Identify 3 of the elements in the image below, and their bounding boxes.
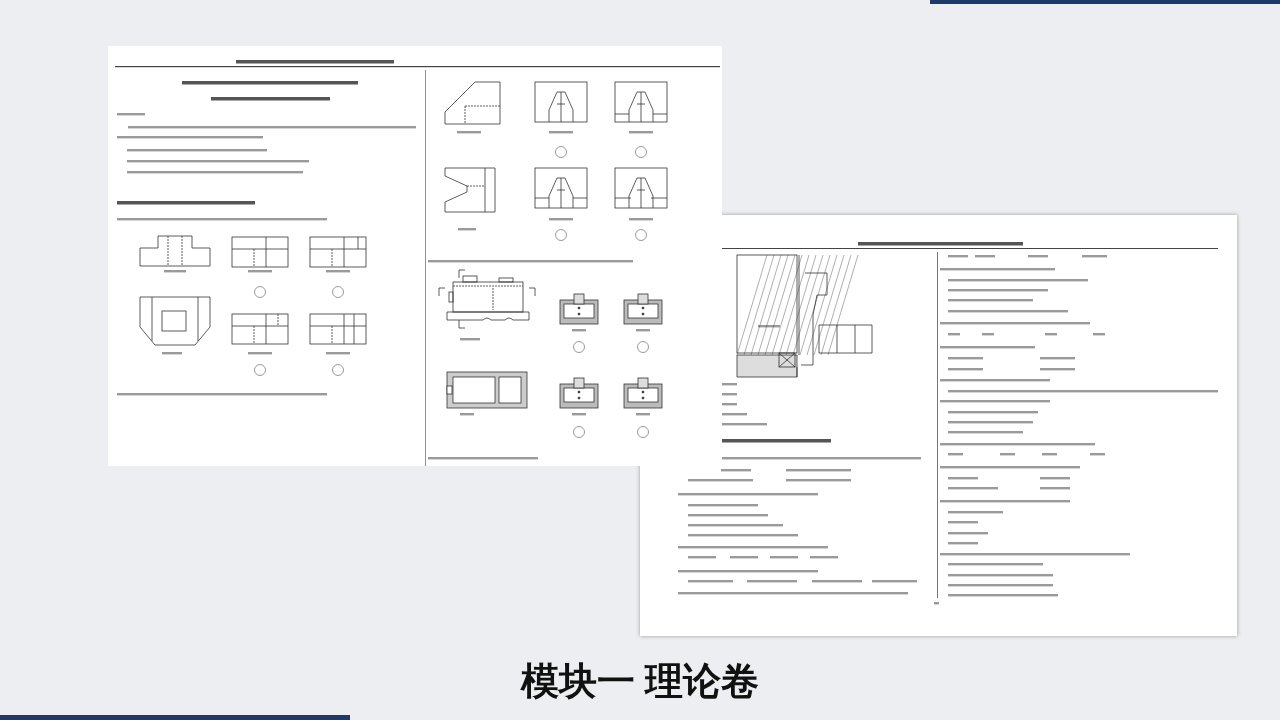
document-picture bbox=[108, 46, 722, 466]
slide-title: 模块一 理论卷 bbox=[520, 659, 760, 704]
document-picture bbox=[640, 215, 1237, 636]
